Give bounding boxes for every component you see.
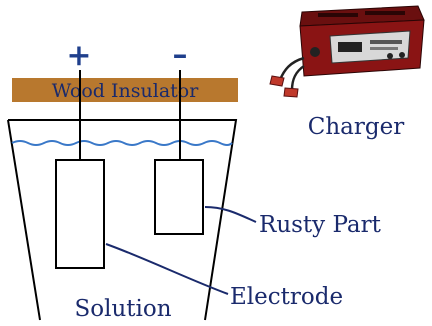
charger-icon [269,5,425,98]
electrode-leader [105,243,229,295]
charger-label: Charger [308,114,404,140]
solution-surface [11,140,233,146]
rusty-part-label: Rusty Part [259,212,382,238]
wood-insulator [12,78,238,102]
rusty-part-leader [204,206,257,223]
electrode-plate [55,159,105,269]
electrode-label: Electrode [230,284,343,310]
solution-label: Solution [74,296,171,322]
negative-terminal-label: – [173,37,188,72]
positive-terminal-label: + [66,38,91,73]
rusty-part-plate [154,159,204,235]
wood-insulator-label: Wood Insulator [52,80,200,102]
solution-container [7,119,238,321]
